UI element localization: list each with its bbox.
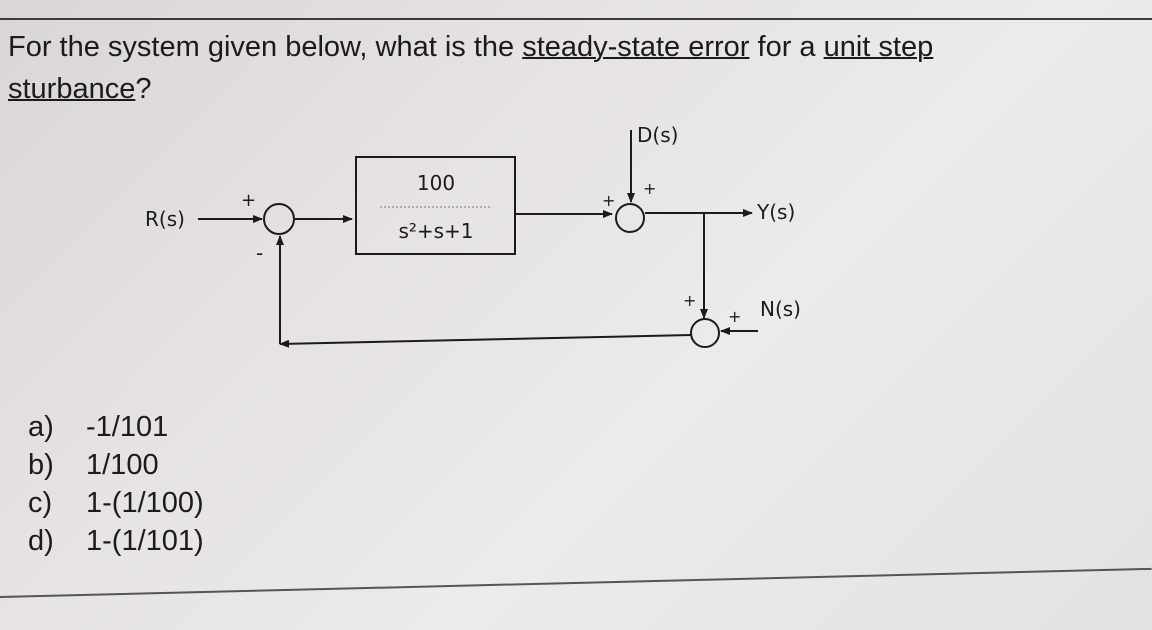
sum3-top-plus: + bbox=[683, 291, 696, 310]
noise-label: N(s) bbox=[760, 297, 801, 321]
question-line1-start: For the system given below, what is the bbox=[8, 31, 523, 63]
choice-c-letter: c) bbox=[28, 487, 53, 519]
sum2-top-plus: + bbox=[643, 179, 656, 198]
sum1-plus-sign: + bbox=[241, 190, 256, 211]
question-term-unit-step: unit step bbox=[823, 31, 934, 63]
sum2-left-plus: + bbox=[602, 191, 615, 210]
disturbance-label: D(s) bbox=[637, 123, 678, 147]
question-line2-end: ? bbox=[135, 73, 152, 105]
question-term-disturbance: sturbance bbox=[8, 73, 136, 105]
choice-a[interactable]: a) -1/101 bbox=[28, 408, 204, 446]
sum1-minus-sign: - bbox=[256, 241, 263, 265]
output-label: Y(s) bbox=[756, 200, 795, 224]
answer-choices: a) -1/101 b) 1/100 c) 1-(1/100) d) 1-(1/101) bbox=[28, 408, 204, 560]
choice-c-text: 1-(1/100) bbox=[86, 487, 204, 519]
summing-junction-1 bbox=[263, 203, 295, 235]
summing-junction-3 bbox=[690, 318, 720, 348]
choice-b[interactable]: b) 1/100 bbox=[28, 446, 204, 484]
top-rule bbox=[0, 18, 1152, 20]
choice-d[interactable]: d) 1-(1/101) bbox=[28, 522, 204, 560]
plant-block bbox=[355, 156, 516, 255]
choice-d-letter: d) bbox=[28, 525, 54, 557]
choice-b-letter: b) bbox=[28, 449, 54, 481]
summing-junction-2 bbox=[615, 203, 645, 233]
input-label: R(s) bbox=[145, 207, 185, 231]
question-text: For the system given below, what is the … bbox=[8, 26, 933, 110]
choice-a-letter: a) bbox=[28, 411, 54, 443]
choice-b-text: 1/100 bbox=[86, 449, 159, 481]
plant-numerator: 100 bbox=[417, 171, 455, 195]
sum3-right-plus: + bbox=[728, 307, 741, 326]
question-line1-mid: for a bbox=[749, 31, 824, 63]
plant-denominator: s²+s+1 bbox=[398, 219, 473, 243]
feedback-return-line bbox=[279, 334, 692, 348]
choice-c[interactable]: c) 1-(1/100) bbox=[28, 484, 204, 522]
question-term-steady-state-error: steady-state error bbox=[522, 31, 750, 63]
choice-a-text: -1/101 bbox=[86, 411, 169, 443]
choice-d-text: 1-(1/101) bbox=[86, 525, 204, 557]
